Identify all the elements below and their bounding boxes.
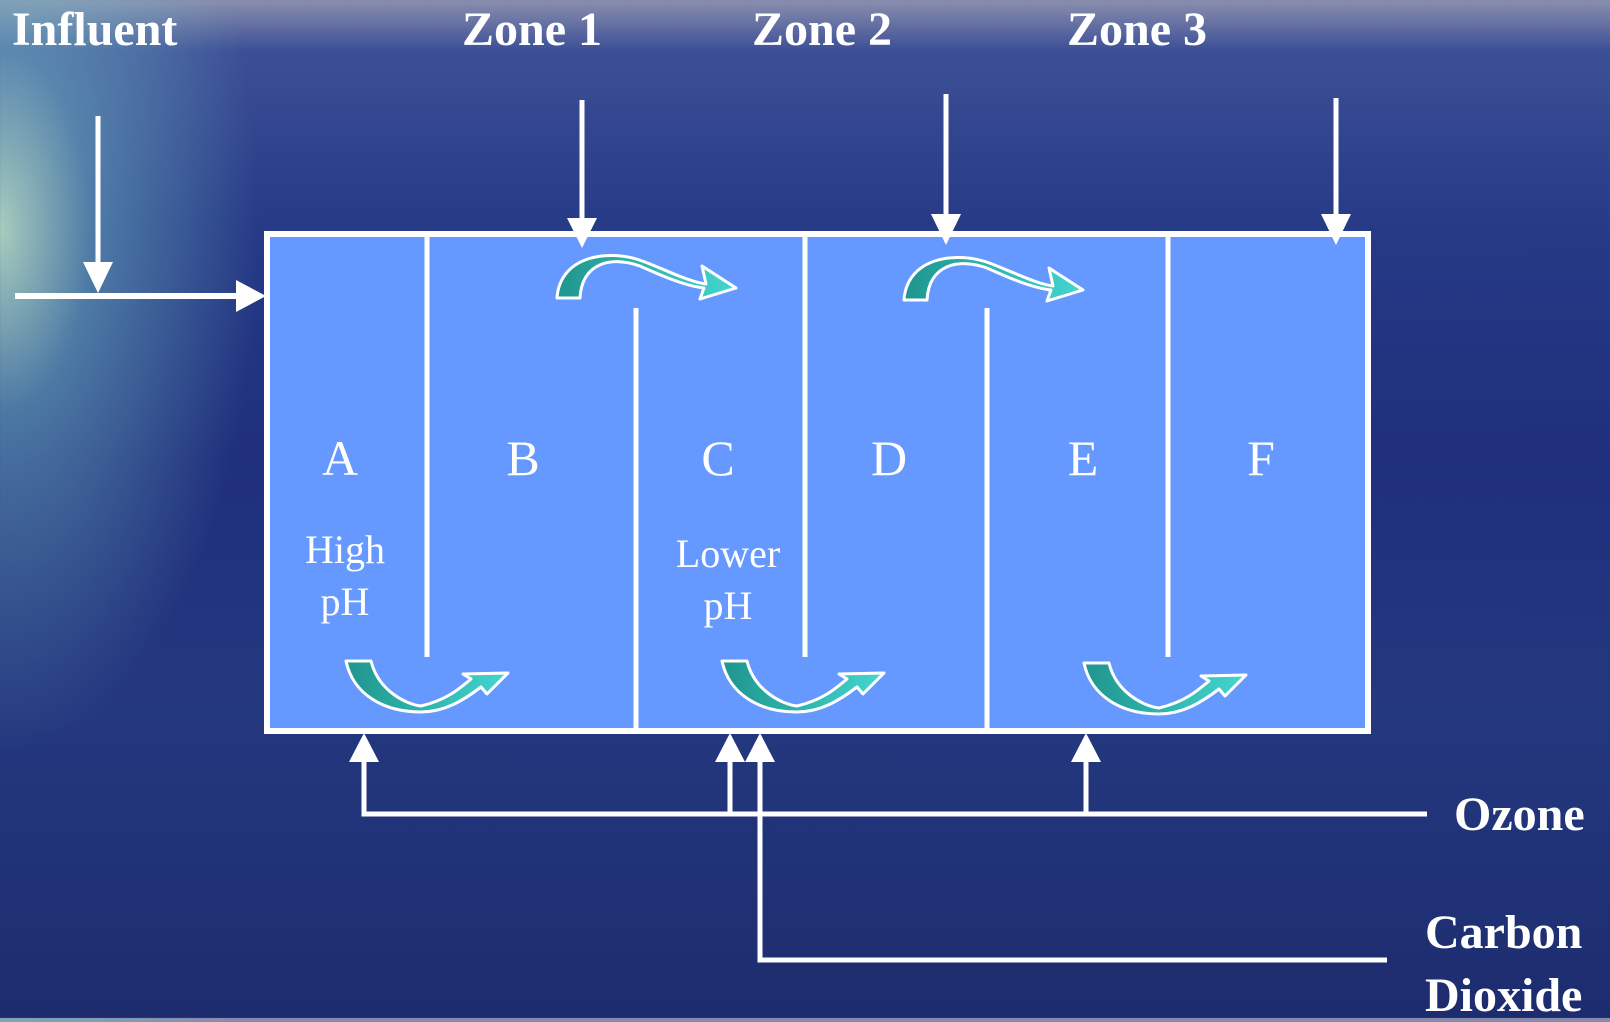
ozone-arrowhead-e-icon	[1071, 733, 1101, 762]
compartment-d-label: D	[870, 430, 908, 486]
high-ph-line2: pH	[320, 579, 370, 624]
influent-arrowhead-icon	[236, 280, 266, 312]
zone3-arrowhead-icon	[1321, 214, 1351, 245]
lower-ph-note: Lower pH	[663, 528, 793, 632]
high-ph-line1: High	[305, 527, 385, 572]
compartment-b-label: B	[506, 430, 540, 486]
ozone-label: Ozone	[1454, 788, 1585, 841]
ozone-arrowhead-a-icon	[349, 733, 379, 762]
contactor-tank	[264, 231, 1371, 734]
high-ph-note: High pH	[285, 524, 405, 628]
zone2-arrowhead-icon	[931, 214, 961, 245]
carbon-label: Carbon	[1425, 906, 1583, 959]
compartment-f-label: F	[1247, 430, 1275, 486]
dioxide-label: Dioxide	[1425, 969, 1583, 1022]
zone2-label: Zone 2	[752, 3, 893, 56]
zone3-label: Zone 3	[1067, 3, 1208, 56]
influent-dose-arrowhead-icon	[83, 262, 113, 293]
compartment-c-label: C	[701, 430, 735, 486]
lower-ph-line2: pH	[703, 583, 753, 628]
ozone-arrowhead-c-icon	[715, 733, 745, 762]
flow-arrow-under-cd-icon	[720, 659, 886, 714]
flow-arrow-over-bc-icon	[555, 254, 738, 301]
co2-arrowhead-c-icon	[745, 733, 775, 762]
flow-arrow-under-ab-icon	[344, 659, 510, 714]
co2-feed-line	[757, 760, 1387, 963]
zone1-arrowhead-icon	[567, 218, 597, 248]
compartment-e-label: E	[1067, 430, 1099, 486]
ozone-feed-line	[361, 760, 1427, 817]
lower-ph-line1: Lower	[675, 531, 781, 576]
flow-arrow-under-ef-icon	[1082, 661, 1248, 716]
zone1-label: Zone 1	[462, 3, 603, 56]
compartment-a-label: A	[321, 430, 359, 486]
influent-label: Influent	[12, 3, 178, 56]
flow-arrow-over-de-icon	[902, 256, 1085, 303]
